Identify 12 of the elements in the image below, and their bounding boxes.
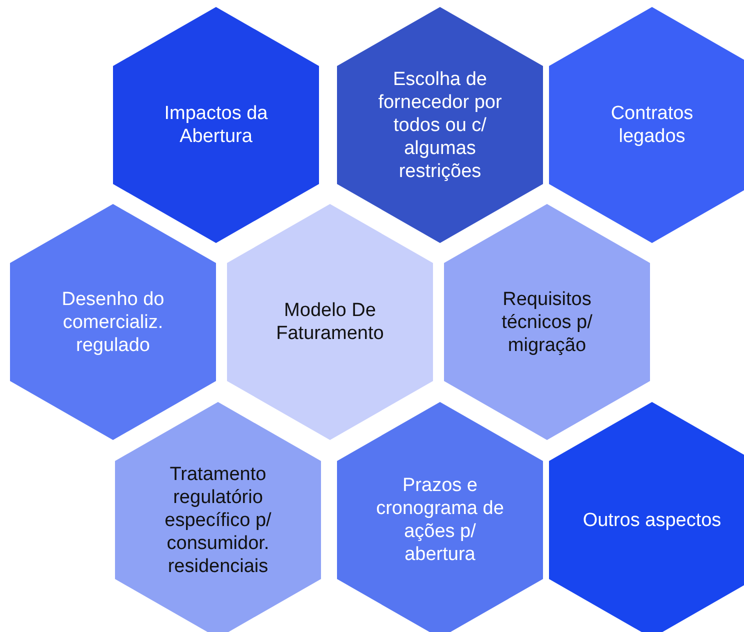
hexagon-label: Modelo De Faturamento	[275, 299, 385, 345]
hexagon-tile	[549, 402, 744, 632]
hexagon-label: Impactos da Abertura	[163, 102, 269, 148]
hexagon-tile	[337, 402, 543, 632]
hexagon-label: Contratos legados	[610, 102, 694, 148]
hexagon-label: Outros aspectos	[582, 508, 722, 532]
hexagon-label: Escolha de fornecedor por todos ou c/ algumas restrições	[377, 68, 503, 182]
hexagon-label: Requisitos técnicos p/ migração	[500, 288, 594, 356]
hexagon-label: Tratamento regulatório específico p/ consumidor. residenciais	[164, 462, 272, 578]
hexagon-tile	[115, 402, 321, 632]
hexagon-label: Desenho do comercializ. regulado	[60, 288, 166, 356]
hexagon-label: Prazos e cronograma de ações p/ abertura	[375, 474, 505, 566]
